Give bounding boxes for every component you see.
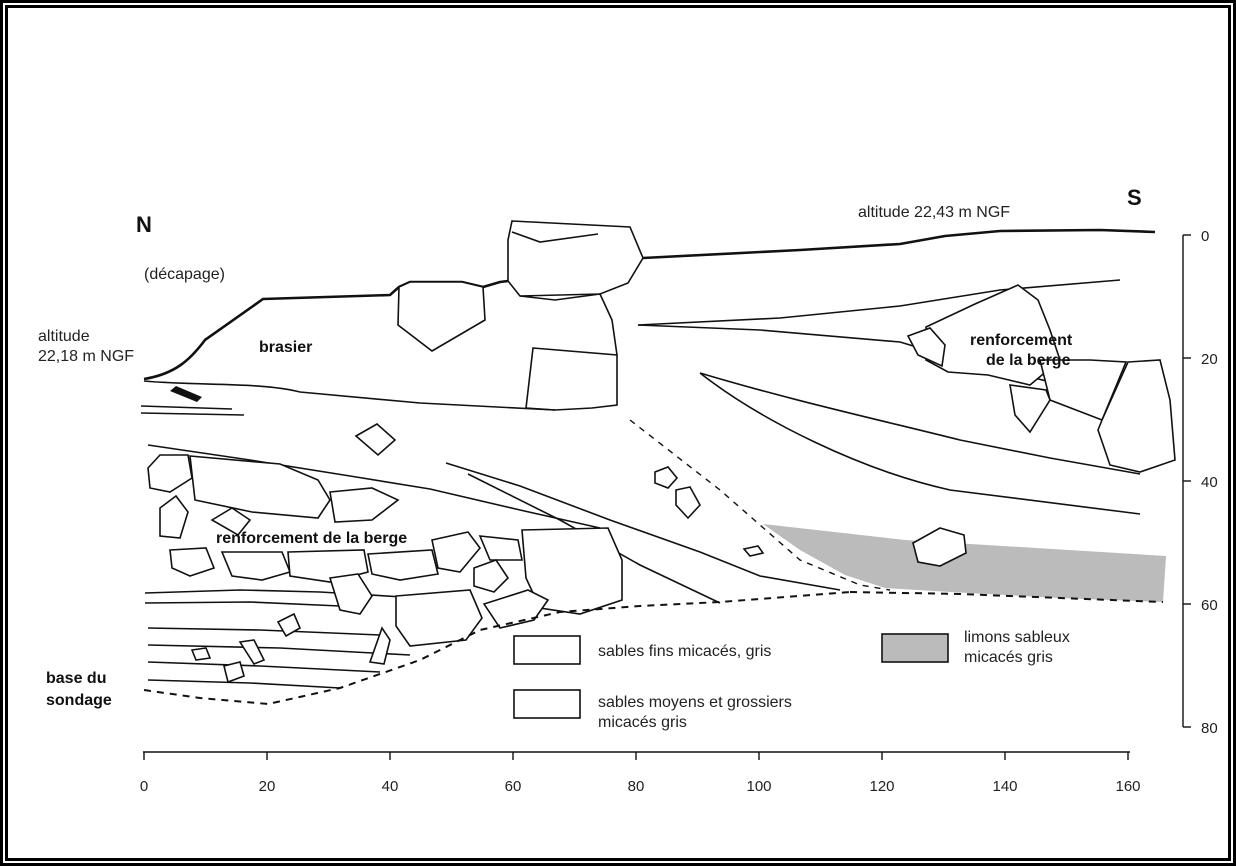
stone-right-2 [906,327,946,368]
decapage-label: (décapage) [144,266,225,283]
x-axis [143,751,1130,760]
stone-l9 [367,549,439,581]
stone-l15 [482,589,550,629]
stone-small-2 [654,466,679,489]
x-tick-40: 40 [382,778,399,795]
base-line-dashed-right [849,591,1164,603]
y-tick-80: 80 [1201,720,1218,737]
y-tick-20: 20 [1201,351,1218,368]
legend-limons-line2: micacés gris [964,649,1053,666]
renforcement-right-line1: renforcement [970,332,1073,349]
stone-right-4 [1038,359,1128,422]
legend-moyens-line1: sables moyens et grossiers [598,694,792,711]
stone-l16 [276,612,302,638]
layer-left-1 [147,444,601,529]
layer-left-6 [147,661,381,673]
stone-l17 [238,639,266,665]
stone-block [525,347,618,411]
x-tick-160: 160 [1115,778,1140,795]
legend-moyens-line2: micacés gris [598,714,687,731]
legend-box-limons [881,633,949,663]
altitude-left-line2: 22,18 m NGF [38,348,134,365]
stone-crack [511,231,599,243]
legend-fins-label: sables fins micacés, gris [598,643,771,660]
stone-l18 [190,647,212,661]
base-label-line1: base du [46,670,106,687]
erosion-line [629,419,891,591]
x-tick-100: 100 [746,778,771,795]
stone-l3 [329,487,400,523]
layer-right-1 [637,279,1121,326]
layer-left-4 [147,627,381,636]
stone-l7 [220,551,292,581]
stone-small-4 [742,545,765,557]
renforcement-right-line2: de la berge [986,352,1071,369]
south-label: S [1127,185,1142,210]
legend-box-moyens [513,689,581,719]
stone-l5 [210,507,252,537]
layer-mid-1 [445,462,841,591]
north-label: N [136,212,152,237]
y-tick-40: 40 [1201,474,1218,491]
stone-l10 [431,531,482,573]
stone-brasier-1 [397,281,486,352]
limons-zone [763,524,1166,602]
stone-small-3 [675,486,701,520]
stone-l19 [223,661,245,684]
stone-right-5 [1097,359,1176,473]
x-tick-120: 120 [869,778,894,795]
layer-right-4 [699,372,1141,515]
layer-brasier-bottom [143,380,556,411]
ground-surface-right [642,228,1156,260]
stone-l14 [395,589,483,647]
layer-thin-1 [140,405,233,410]
stone-small-1 [354,423,397,457]
layer-thin-2 [140,412,245,416]
x-tick-140: 140 [992,778,1017,795]
layer-left-7 [147,679,341,689]
layer-left-3 [144,601,341,607]
base-line-dashed [143,591,851,706]
x-tick-0: 0 [140,778,148,795]
stone-l6 [169,547,216,577]
y-tick-0: 0 [1201,228,1209,245]
y-axis [1182,234,1191,728]
stone-brasier-2 [519,293,618,356]
x-tick-60: 60 [505,778,522,795]
stone-l13 [328,573,373,615]
stone-right-3 [1009,384,1051,434]
stone-l1 [147,454,193,493]
x-tick-20: 20 [259,778,276,795]
stone-large-mid [521,527,623,615]
x-tick-80: 80 [628,778,645,795]
charcoal-mark [170,386,202,402]
stone-l4 [159,494,189,539]
altitude-right-label: altitude 22,43 m NGF [858,204,1010,221]
brasier-label: brasier [259,339,312,356]
stone-l20 [368,626,391,665]
stone-top-large [507,220,644,297]
stone-l12 [473,559,510,593]
layer-left-2 [144,589,421,599]
y-tick-60: 60 [1201,597,1218,614]
altitude-left-line1: altitude [38,328,90,345]
x-axis-labels: 0 20 40 60 80 100 120 140 160 [140,778,1141,795]
y-axis-labels: 0 20 40 60 80 [1201,228,1218,737]
legend-box-fins [513,635,581,665]
renforcement-left-label: renforcement de la berge [216,530,407,547]
layer-right-3 [699,372,1141,475]
stone-l2 [189,455,331,519]
layer-left-5 [147,644,411,656]
base-label-line2: sondage [46,692,112,709]
stone-limon [912,527,967,567]
legend-limons-line1: limons sableux [964,629,1070,646]
stone-l11 [478,535,523,561]
